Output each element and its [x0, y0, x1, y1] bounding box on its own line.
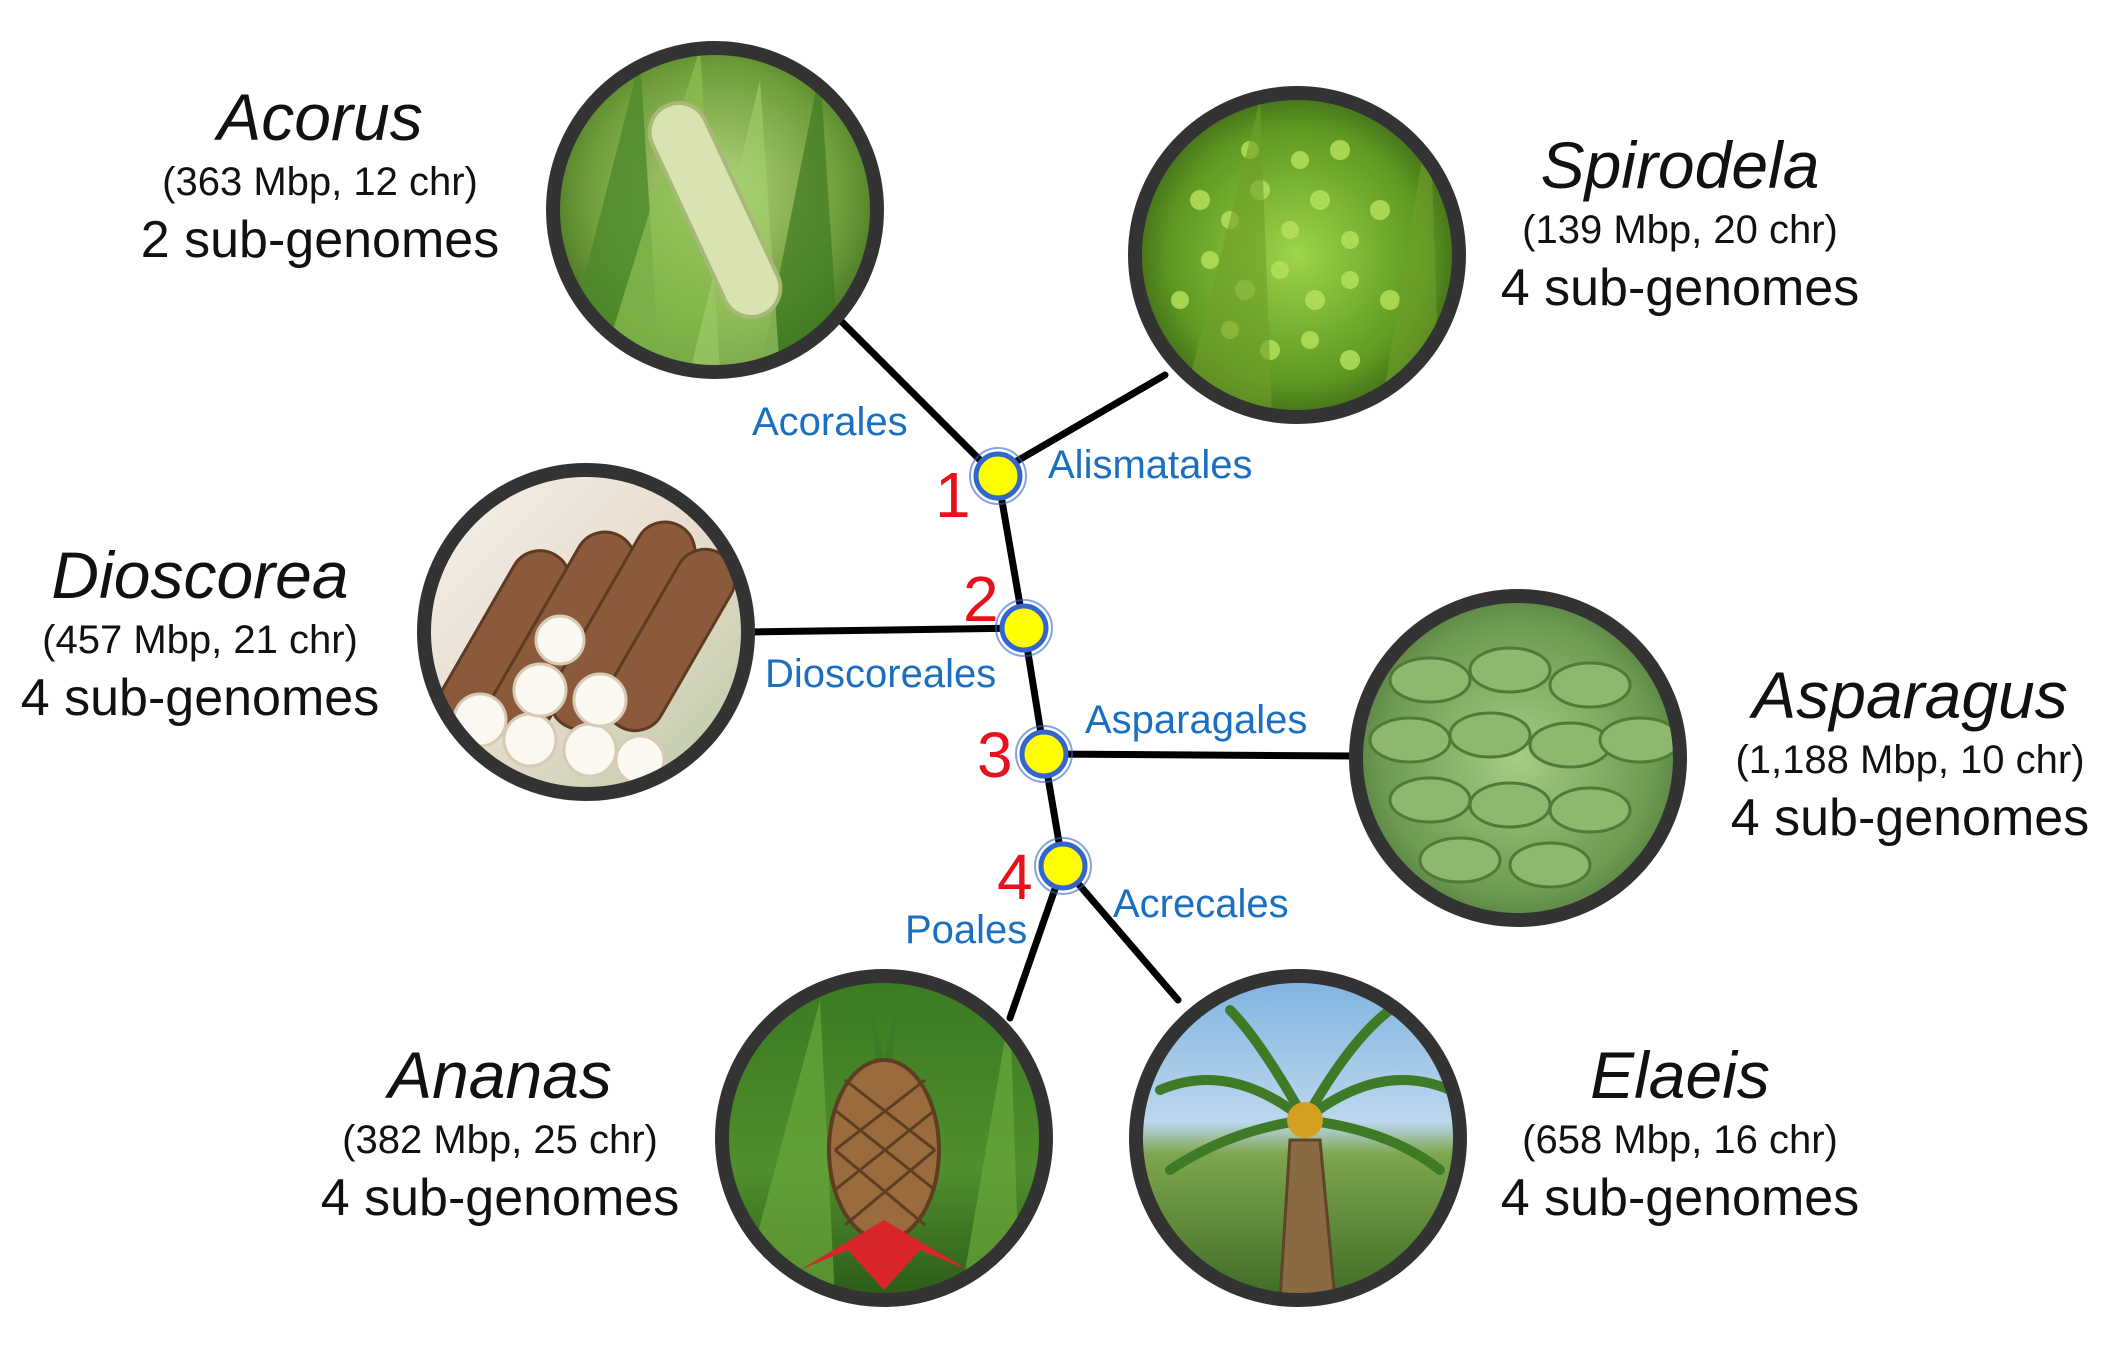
species-label-asparagus: Asparagus (1,188 Mbp, 10 chr) 4 sub-geno… — [1705, 658, 2115, 848]
species-label-ananas: Ananas (382 Mbp, 25 chr) 4 sub-genomes — [310, 1038, 690, 1228]
branch-elaeis — [1059, 862, 1182, 1004]
node-4-marker — [1034, 837, 1092, 895]
node-number-4: 4 — [997, 841, 1033, 913]
subgenome-count: 4 sub-genomes — [1500, 259, 1860, 318]
species-label-acorus: Acorus (363 Mbp, 12 chr) 2 sub-genomes — [130, 80, 510, 270]
acorus-photo — [546, 41, 884, 379]
node-1-marker — [969, 447, 1027, 505]
genus-name: Ananas — [388, 1038, 612, 1112]
subgenome-count: 2 sub-genomes — [140, 211, 500, 270]
genome-stats: (658 Mbp, 16 chr) — [1522, 1118, 1838, 1163]
order-label-alismatales: Alismatales — [1048, 443, 1253, 487]
genome-stats: (363 Mbp, 12 chr) — [162, 160, 478, 205]
order-label-asparagales: Asparagales — [1085, 698, 1308, 742]
order-label-acrecales: Acrecales — [1113, 882, 1289, 926]
asparagus-photo — [1349, 589, 1687, 927]
spirodela-photo — [1128, 86, 1466, 424]
node-3-marker — [1015, 725, 1073, 783]
subgenome-count: 4 sub-genomes — [320, 1169, 680, 1228]
branch-ananas — [1006, 862, 1067, 1022]
subgenome-count: 4 sub-genomes — [1730, 789, 2090, 848]
node-number-3: 3 — [977, 719, 1013, 791]
species-label-elaeis: Elaeis (658 Mbp, 16 chr) 4 sub-genomes — [1490, 1038, 1870, 1228]
branch-acorus — [836, 316, 999, 479]
genus-name: Asparagus — [1752, 658, 2068, 732]
ananas-photo — [715, 969, 1053, 1307]
genome-stats: (1,188 Mbp, 10 chr) — [1735, 738, 2085, 783]
genome-stats: (457 Mbp, 21 chr) — [42, 618, 358, 663]
genus-name: Spirodela — [1540, 128, 1820, 202]
dioscorea-photo — [417, 463, 755, 801]
order-label-poales: Poales — [905, 908, 1028, 952]
order-label-acorales: Acorales — [752, 400, 908, 444]
genome-stats: (382 Mbp, 25 chr) — [342, 1118, 658, 1163]
species-label-dioscorea: Dioscorea (457 Mbp, 21 chr) 4 sub-genome… — [10, 538, 390, 728]
branch-asparagus — [1040, 750, 1360, 760]
subgenome-count: 4 sub-genomes — [1500, 1169, 1860, 1228]
genus-name: Dioscorea — [51, 538, 349, 612]
nodes — [969, 447, 1092, 895]
branch-spirodela — [1006, 371, 1169, 469]
genus-name: Elaeis — [1590, 1038, 1770, 1112]
node-2-marker — [995, 599, 1053, 657]
order-label-dioscoreales: Dioscoreales — [765, 652, 997, 696]
elaeis-photo — [1129, 969, 1467, 1307]
node-number-2: 2 — [963, 563, 999, 635]
branch-dioscorea — [744, 624, 1028, 636]
species-label-spirodela: Spirodela (139 Mbp, 20 chr) 4 sub-genome… — [1490, 128, 1870, 318]
subgenome-count: 4 sub-genomes — [20, 669, 380, 728]
node-number-1: 1 — [935, 459, 971, 531]
genus-name: Acorus — [217, 80, 423, 154]
genome-stats: (139 Mbp, 20 chr) — [1522, 208, 1838, 253]
